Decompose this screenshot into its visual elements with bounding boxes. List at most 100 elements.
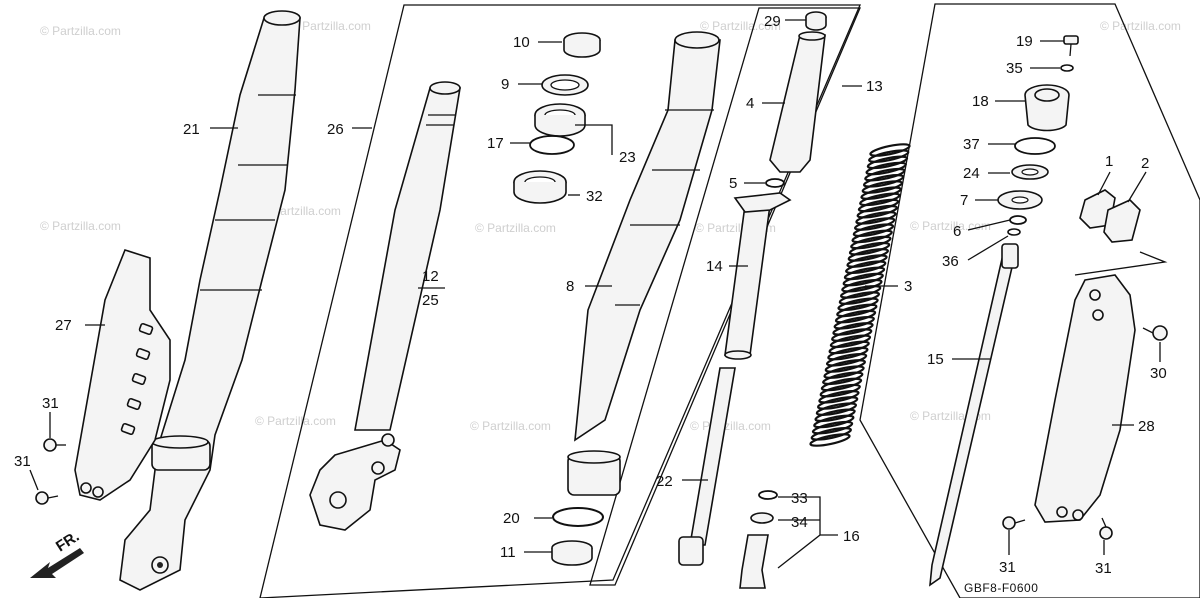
spring-coil	[856, 204, 898, 219]
guard-slots	[120, 322, 154, 436]
label-22: 22	[656, 473, 673, 490]
label-36: 36	[942, 253, 959, 270]
oring-37	[1014, 137, 1056, 155]
spring-coil	[832, 322, 874, 336]
label-3: 3	[904, 278, 912, 295]
spring-coil	[836, 303, 878, 318]
bushing-11	[551, 540, 593, 566]
frame-right-side	[859, 3, 1200, 599]
spring-coil	[851, 229, 893, 244]
holder-outline	[1074, 251, 1168, 276]
frame-fork-tube	[259, 4, 861, 599]
spring-coil	[829, 334, 872, 349]
leader-lines	[29, 19, 1161, 569]
seal-10	[563, 32, 601, 58]
spring-coil	[850, 235, 892, 250]
damper-tube-14	[724, 192, 792, 360]
label-13: 13	[866, 78, 883, 95]
spring-coil	[865, 161, 907, 176]
arrow-icon	[30, 548, 84, 578]
label-30: 30	[1150, 365, 1167, 382]
spring-coil	[811, 420, 854, 435]
spring-coil	[837, 297, 879, 312]
spring-coil	[822, 371, 864, 386]
spring-coil	[818, 389, 860, 404]
cap-18	[1024, 84, 1070, 132]
spring-coil	[855, 211, 897, 225]
clip-17	[529, 135, 575, 155]
bolt-31-bottom-center	[1002, 516, 1026, 530]
label-6: 6	[953, 223, 961, 240]
spring-coil	[864, 167, 906, 182]
label-2: 2	[1141, 155, 1149, 172]
valve-16	[739, 534, 769, 589]
label-9: 9	[501, 76, 509, 93]
watermark: © Partzilla.com	[910, 219, 991, 233]
outer-fork-tube-left	[119, 10, 301, 591]
oil-seal-23	[534, 103, 586, 137]
spring-coil	[857, 198, 900, 213]
label-26: 26	[327, 121, 344, 138]
spring-coil	[827, 346, 869, 361]
spring-coil	[825, 352, 868, 367]
label-35: 35	[1006, 60, 1023, 77]
fork-guard-left	[74, 249, 171, 501]
front-direction-arrow: FR.	[30, 528, 84, 578]
spring-coil	[820, 377, 863, 392]
label-21: 21	[183, 121, 200, 138]
spring-coil	[869, 143, 911, 157]
label-15: 15	[927, 351, 944, 368]
watermark: © Partzilla.com	[475, 221, 556, 235]
seat-7	[997, 190, 1043, 210]
label-17: 17	[487, 135, 504, 152]
spring-3	[809, 143, 911, 447]
spring-coil	[846, 254, 888, 268]
spring-coil	[845, 260, 887, 275]
spring-coil	[841, 278, 883, 293]
spring-coil	[809, 433, 851, 447]
spring-coil	[842, 272, 884, 287]
diagram-code: GBF8-F0600	[964, 581, 1038, 595]
part-labels: 21 26 27 31 31 12 25 10 9 17 23 32 8 20 …	[14, 13, 1167, 577]
label-27: 27	[55, 317, 72, 334]
bolt-19	[1063, 35, 1079, 57]
spring-coil	[868, 149, 910, 163]
rubber-4	[769, 31, 826, 173]
label-33: 33	[791, 490, 808, 507]
oring-6	[1009, 215, 1027, 225]
holder-2	[1103, 199, 1141, 243]
watermark: © Partzilla.com	[40, 24, 121, 38]
spring-coil	[833, 315, 875, 330]
nut-29	[805, 11, 827, 31]
bolt-31-upper-left	[43, 438, 66, 452]
spring-coil	[854, 217, 896, 231]
label-5: 5	[729, 175, 737, 192]
spring-coil	[861, 180, 904, 194]
watermark: © Partzilla.com	[40, 219, 121, 233]
spring-coil	[828, 340, 870, 355]
label-12: 12	[422, 268, 439, 285]
watermark: © Partzilla.com	[690, 419, 771, 433]
label-14: 14	[706, 258, 723, 275]
oring-35	[1060, 64, 1074, 72]
label-7: 7	[960, 192, 968, 209]
frame-damper	[589, 7, 861, 586]
bolt-30	[1142, 325, 1168, 341]
label-37: 37	[963, 136, 980, 153]
label-19: 19	[1016, 33, 1033, 50]
label-31-c: 31	[999, 559, 1016, 576]
spring-coil	[810, 427, 852, 441]
watermark: © Partzilla.com	[1100, 19, 1181, 33]
bolt-31-lower-left	[35, 491, 59, 505]
watermark: © Partzilla.com	[470, 419, 551, 433]
label-28: 28	[1138, 418, 1155, 435]
spring-coil	[838, 291, 881, 305]
spring-coil	[831, 328, 873, 342]
spring-coil	[848, 241, 891, 256]
fork-guard-right	[1034, 274, 1136, 523]
fork-tube-8	[567, 31, 721, 496]
spring-coil	[859, 192, 901, 207]
exploded-frames	[259, 3, 1200, 599]
spring-coil	[816, 396, 859, 410]
